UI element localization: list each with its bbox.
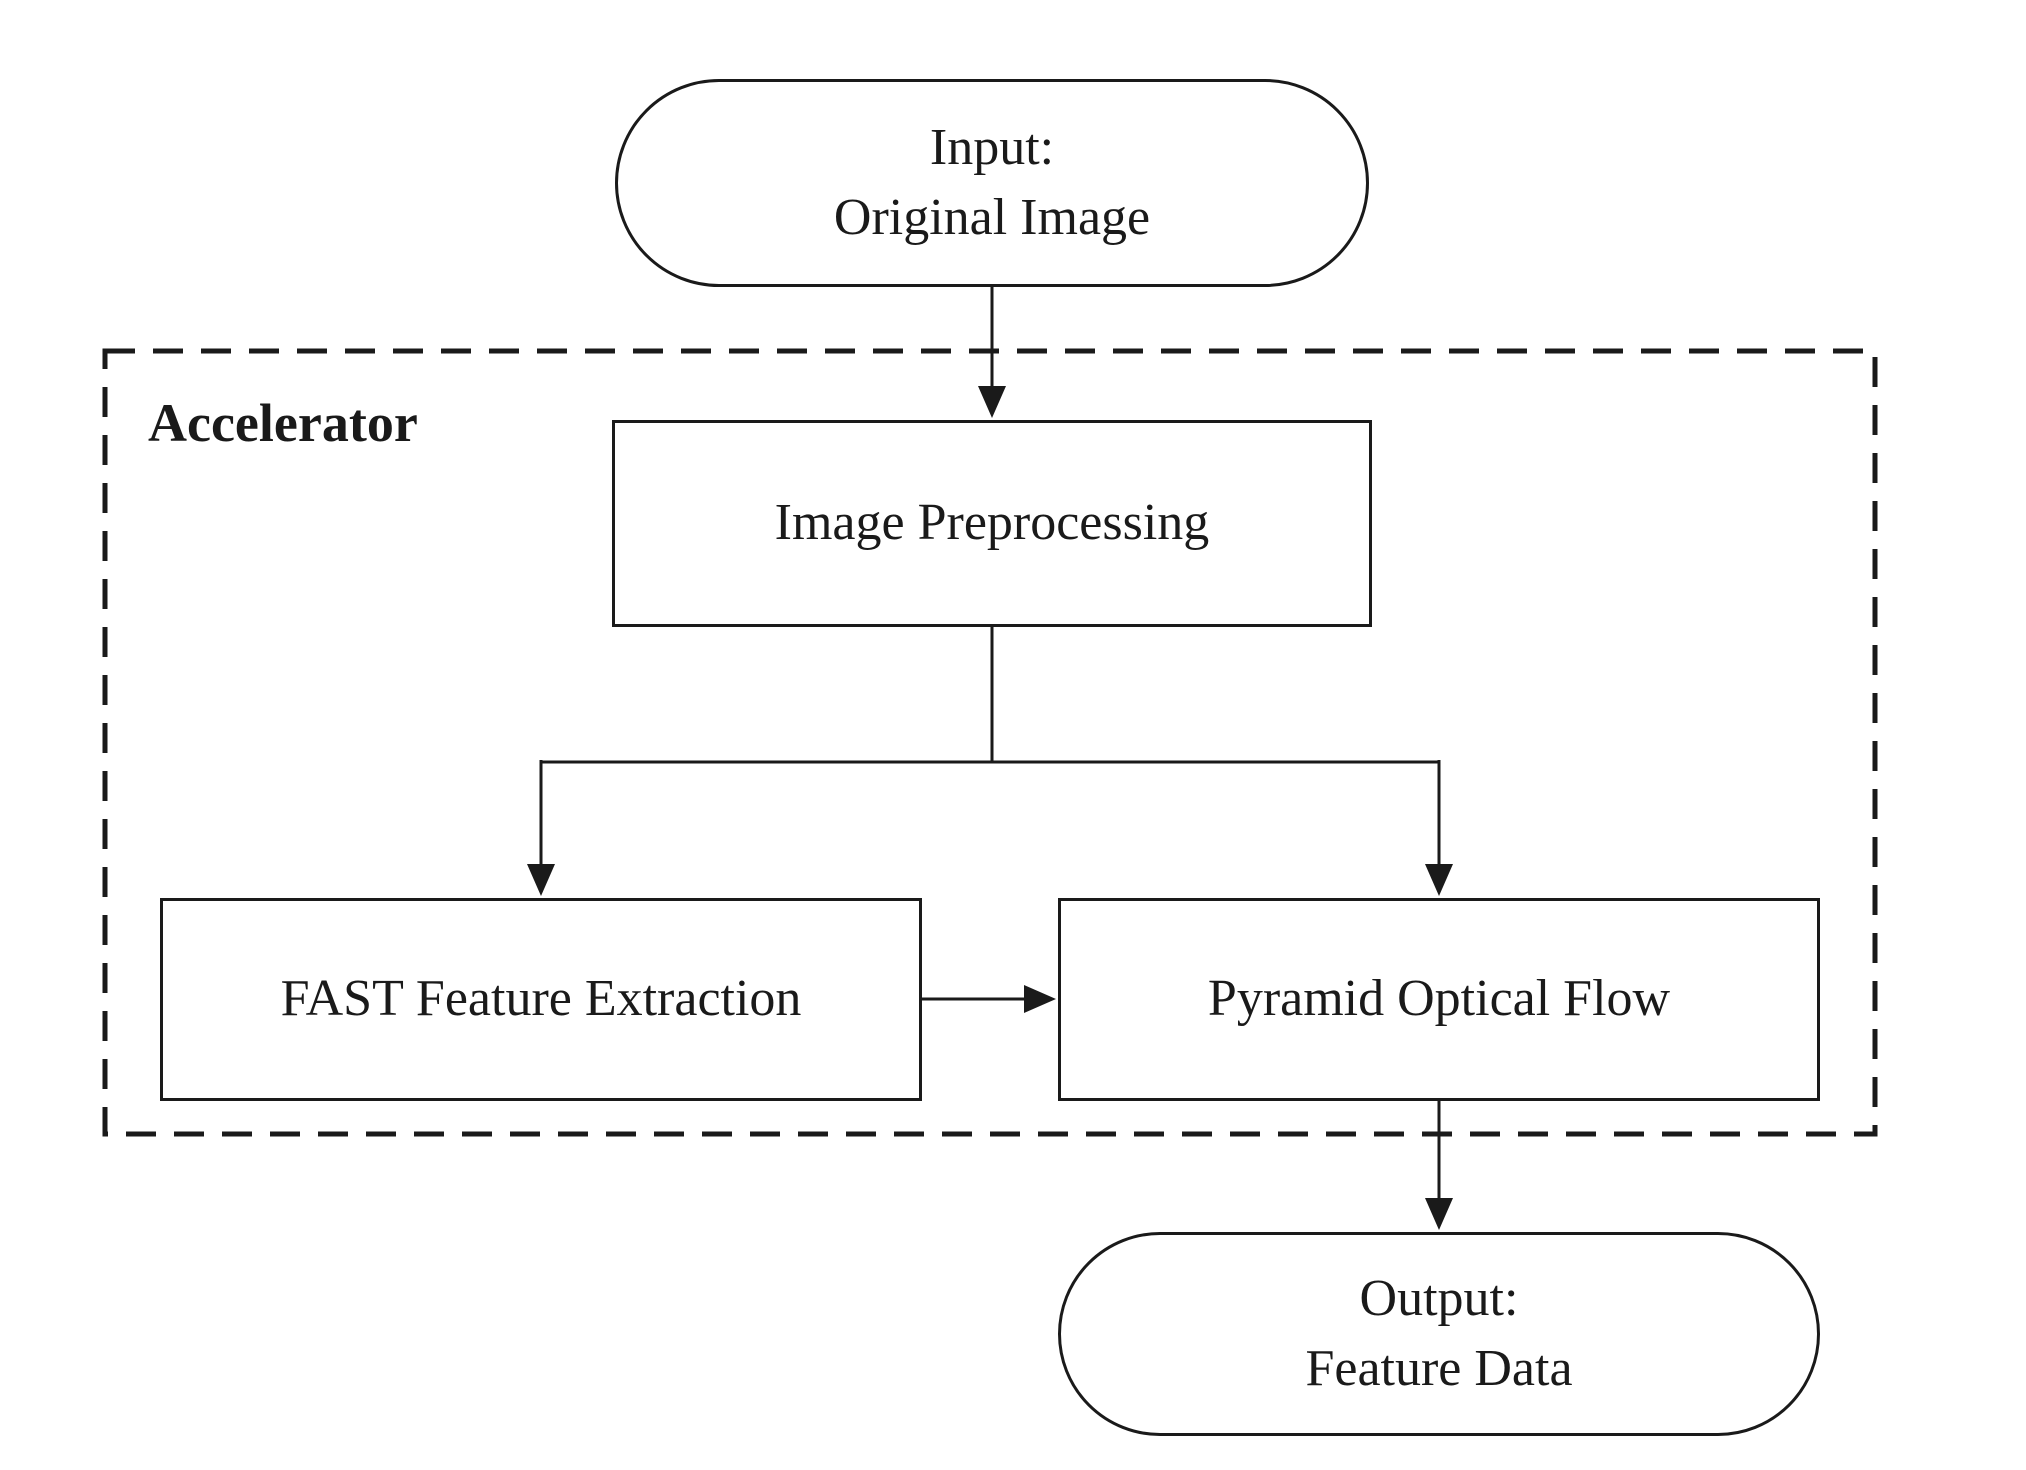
arrow-optical-flow-to-output <box>1425 1101 1453 1230</box>
node-output: Output: Feature Data <box>1058 1232 1820 1436</box>
node-fast-feature-extraction: FAST Feature Extraction <box>160 898 922 1101</box>
node-pyramid-optical-flow: Pyramid Optical Flow <box>1058 898 1820 1101</box>
arrow-preprocessing-to-fast <box>527 760 555 896</box>
node-input-line2: Original Image <box>833 189 1151 246</box>
node-output-line2: Feature Data <box>1305 1340 1573 1397</box>
node-image-preprocessing: Image Preprocessing <box>612 420 1372 627</box>
arrow-fast-to-optical-flow <box>922 985 1056 1013</box>
node-output-line1: Output: <box>1359 1269 1519 1327</box>
accelerator-region-label: Accelerator <box>148 393 418 453</box>
node-pyramid-optical-flow-label: Pyramid Optical Flow <box>1207 970 1671 1028</box>
node-input-line1: Input: <box>929 118 1055 176</box>
node-image-preprocessing-label: Image Preprocessing <box>774 494 1210 552</box>
connector-preprocessing-split <box>541 627 1439 764</box>
arrow-preprocessing-to-optical-flow <box>1425 760 1453 896</box>
accelerator-boundary <box>102 348 1878 1137</box>
node-input: Input: Original Image <box>615 79 1369 287</box>
arrow-input-to-preprocessing <box>978 287 1006 418</box>
node-fast-feature-extraction-label: FAST Feature Extraction <box>280 970 802 1028</box>
